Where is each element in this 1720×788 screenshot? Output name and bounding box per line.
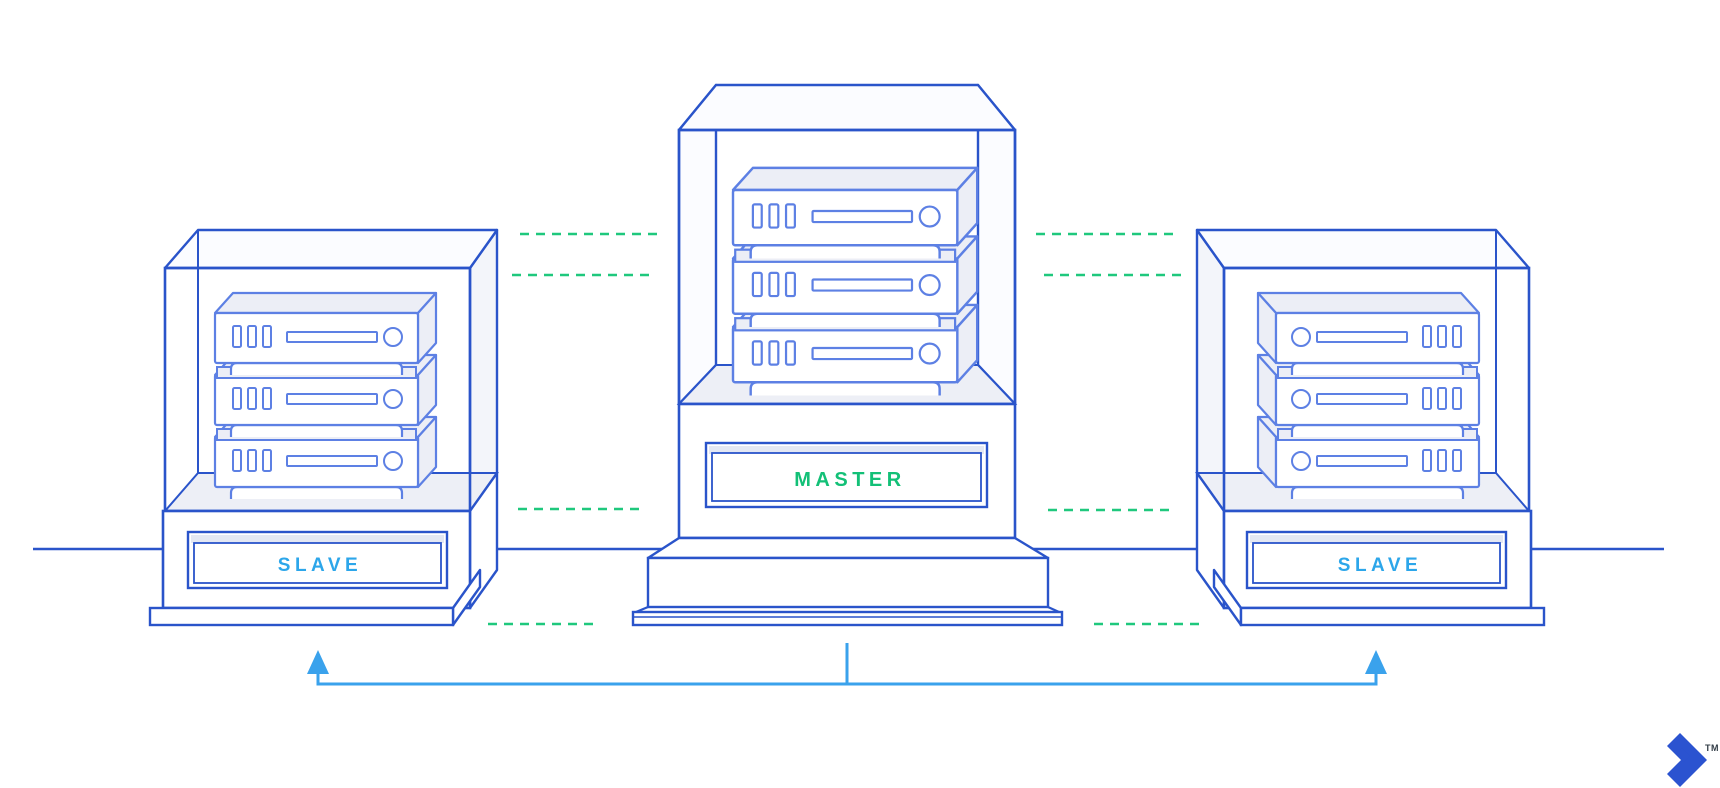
- master-server-stack: [733, 168, 977, 396]
- slave-left-label: SLAVE: [278, 555, 362, 576]
- slave-left-node: SLAVE: [150, 230, 497, 625]
- logo-chevron-icon: [1667, 733, 1707, 787]
- toptal-logo: TM: [1667, 733, 1719, 787]
- replication-arrow-bus: [307, 643, 1387, 686]
- master-plaque: [704, 441, 989, 509]
- master-label: MASTER: [794, 469, 905, 491]
- master-node: MASTER: [631, 83, 1064, 627]
- slave-right-label: SLAVE: [1338, 555, 1422, 576]
- replication-dashed-links: [488, 232, 1206, 626]
- slave-right-node: SLAVE: [1197, 230, 1544, 625]
- arrowhead-left-icon: [307, 650, 329, 674]
- trademark-text: TM: [1705, 743, 1719, 753]
- logo-slash-icon: [1676, 748, 1690, 762]
- arrowhead-right-icon: [1365, 650, 1387, 674]
